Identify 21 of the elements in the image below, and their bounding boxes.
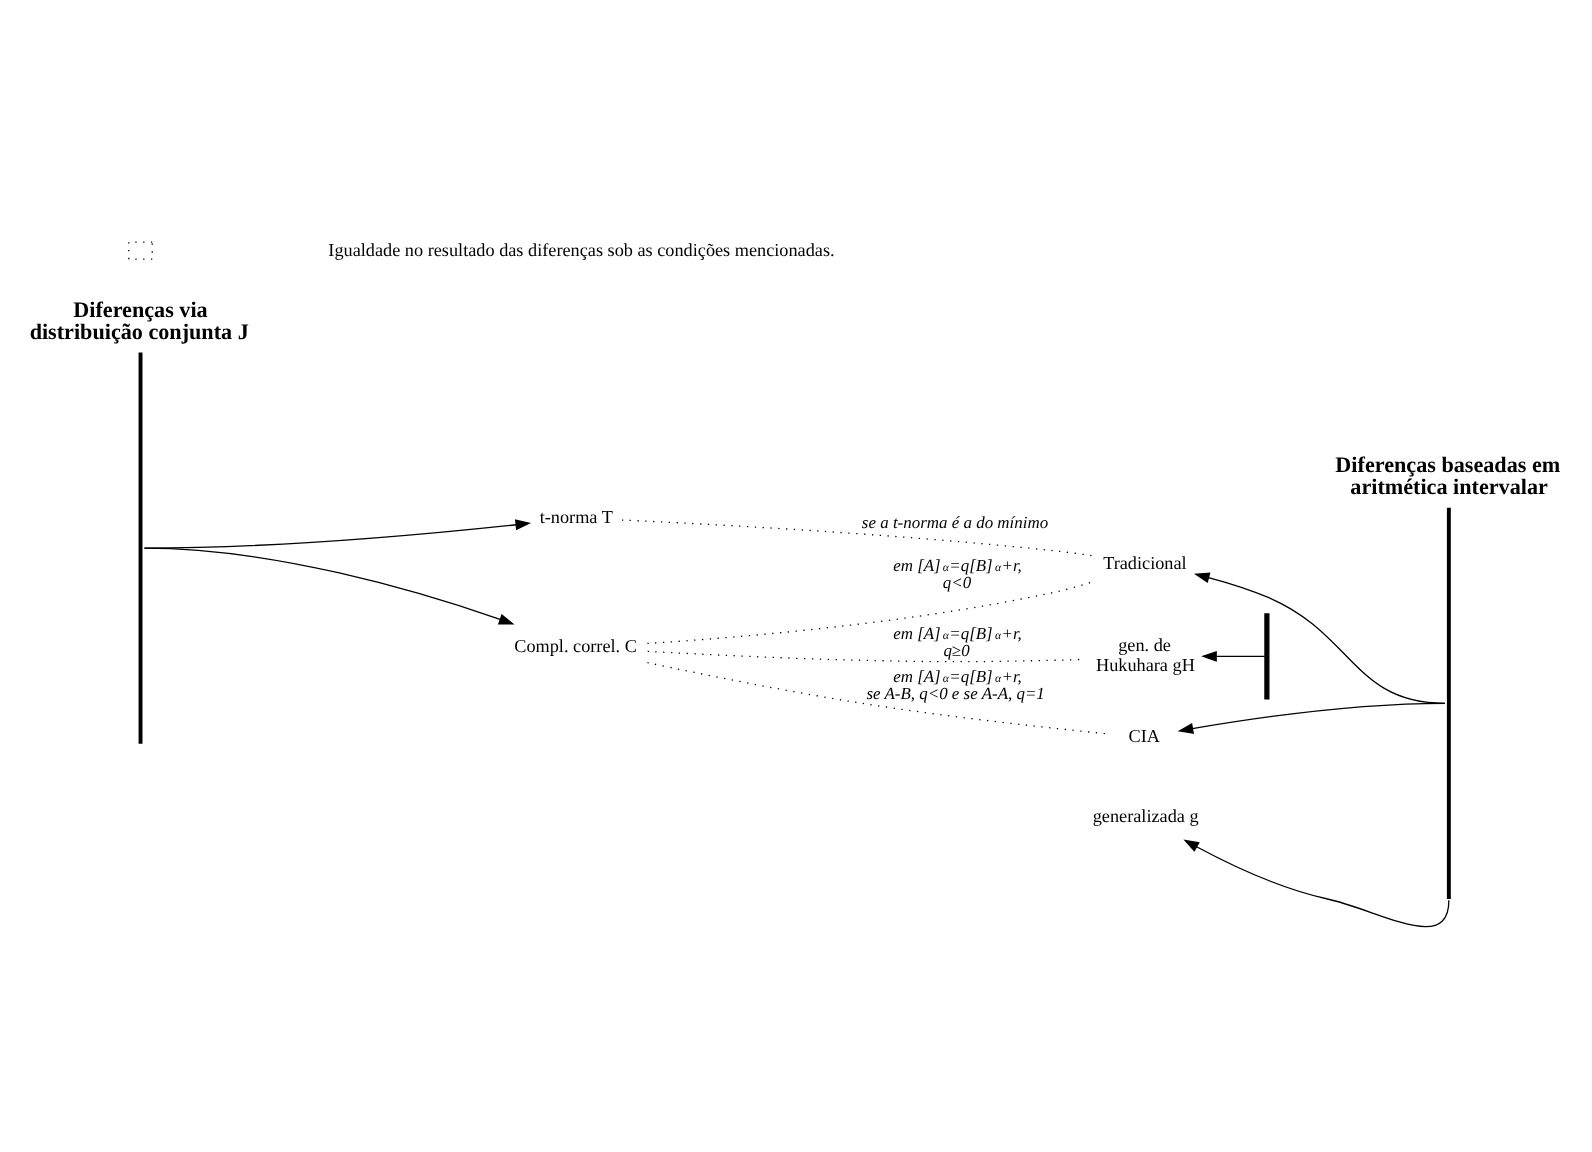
node-text: CIA (1128, 725, 1161, 746)
node-bar (1264, 612, 1270, 699)
node-text: Tradicional (1103, 551, 1187, 572)
node-label: Diferenças via distribuição conjunta J (29, 297, 249, 344)
legend-label: Igualdade no resultado das diferenças sob as condições mencionadas. (328, 238, 835, 259)
node-box (138, 351, 143, 743)
node-label: Diferenças baseadas em aritmética intervalar (1335, 452, 1561, 500)
connector (646, 580, 1094, 644)
node-text: Compl. correl. C (514, 635, 637, 656)
arrow (143, 518, 532, 548)
arrow (1183, 838, 1450, 927)
connector (621, 518, 1094, 556)
edge-label: se a t-norma é a do mínimo (861, 510, 1049, 531)
arrow (1201, 649, 1266, 661)
node-text: gen. de Hukuhara gH (1096, 634, 1195, 674)
node-box (1446, 506, 1451, 898)
connector (646, 661, 1110, 734)
node-text: generalizada g (1092, 804, 1199, 825)
node-text: t-norma T (539, 505, 613, 526)
arrow (143, 546, 515, 624)
arrow (1177, 701, 1446, 733)
